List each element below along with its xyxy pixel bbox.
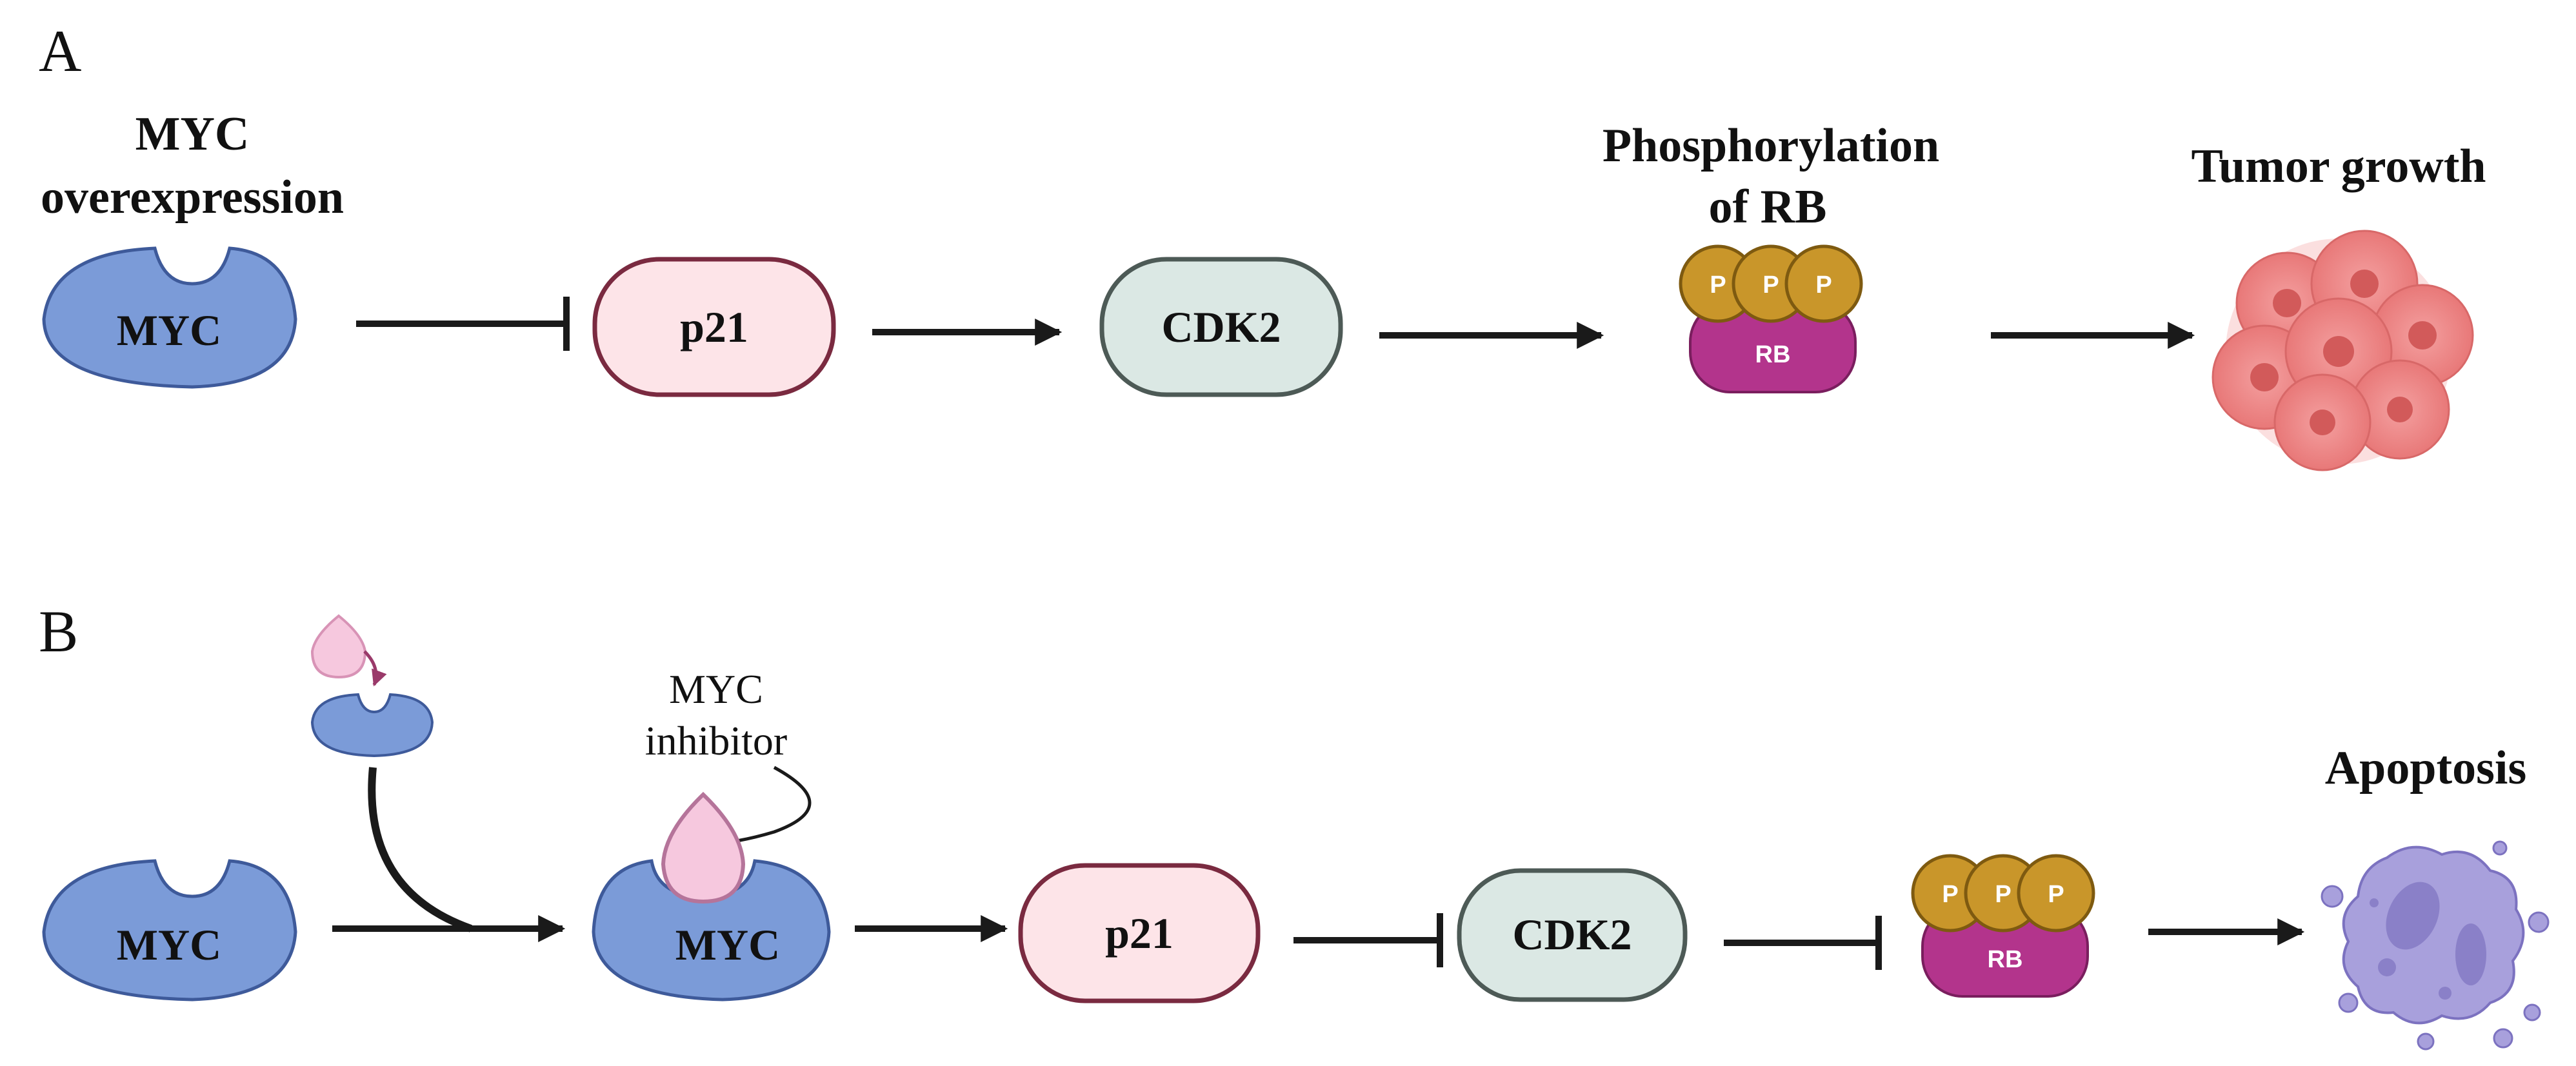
panel-b-myc-node: MYC (42, 859, 297, 1002)
apoptotic-cell-icon (2321, 840, 2550, 1051)
svg-text:P: P (2048, 881, 2064, 908)
panel-a-letter: A (39, 18, 81, 84)
panel-b-phospho-rb: RB P P P (1911, 854, 2095, 998)
panel-a-rb-label: RB (1755, 341, 1791, 368)
panel-a-myc-inhibits-p21 (356, 297, 570, 351)
panel-b-inhibitor-label-line2: inhibitor (645, 718, 787, 764)
panel-b-p21-node: p21 (1018, 863, 1261, 1003)
myc-protein-icon (42, 246, 297, 389)
svg-text:P: P (1815, 271, 1832, 299)
svg-text:P: P (1942, 881, 1958, 908)
svg-text:P: P (1710, 271, 1726, 299)
svg-text:P: P (1762, 271, 1779, 299)
tumor-cells-icon (2212, 230, 2474, 471)
panel-a-phosphate-3: P (1784, 244, 1863, 323)
panel-a-myc-title-line1: MYC (135, 108, 250, 161)
panel-a-myc-label: MYC (117, 306, 221, 355)
panel-b-myc-label: MYC (117, 920, 221, 969)
panel-a-rb-title-line1: Phosphorylation (1603, 119, 1939, 172)
myc-protein-icon (42, 859, 297, 1002)
panel-a-myc-node: MYC (42, 246, 297, 389)
inhibitor-droplet-icon (310, 614, 367, 679)
panel-b-letter: B (39, 598, 78, 664)
panel-b-inhibitor-label-line1: MYC (669, 666, 763, 712)
inhibitor-droplet-icon (661, 791, 746, 904)
panel-a-p21-node: p21 (592, 257, 836, 397)
small-myc-protein-icon (310, 693, 434, 758)
panel-a-phospho-rb: RB P P P (1679, 244, 1863, 393)
panel-b-outcome-title: Apoptosis (2325, 742, 2527, 795)
panel-b-cdk2-label: CDK2 (1512, 910, 1632, 959)
panel-a-p21-label: p21 (680, 302, 748, 351)
panel-b-p21-inhibits-cdk2 (1293, 913, 1443, 967)
panel-a-cdk2-label: CDK2 (1161, 302, 1281, 351)
panel-b-inhibitor-binding-icon (310, 614, 434, 758)
panel-b-bound-myc-node: MYC (592, 791, 831, 1002)
panel-b-phosphate-3: P (2017, 854, 2095, 933)
panel-a-myc-title-line2: overexpression (41, 171, 344, 224)
panel-a-cdk2-node: CDK2 (1099, 257, 1343, 397)
svg-text:P: P (1995, 881, 2011, 908)
panel-b-cdk2-inhibits-rb (1724, 916, 1882, 970)
panel-b-cdk2-node: CDK2 (1457, 868, 1688, 1002)
panel-b-inhibitor-curve (368, 767, 472, 933)
panel-b-p21-label: p21 (1105, 909, 1173, 958)
panel-b-bound-myc-label: MYC (675, 920, 780, 969)
panel-a-rb-title-line2: of RB (1709, 181, 1827, 233)
panel-a-outcome-title: Tumor growth (2191, 140, 2486, 193)
panel-b-rb-label: RB (1988, 946, 2023, 973)
